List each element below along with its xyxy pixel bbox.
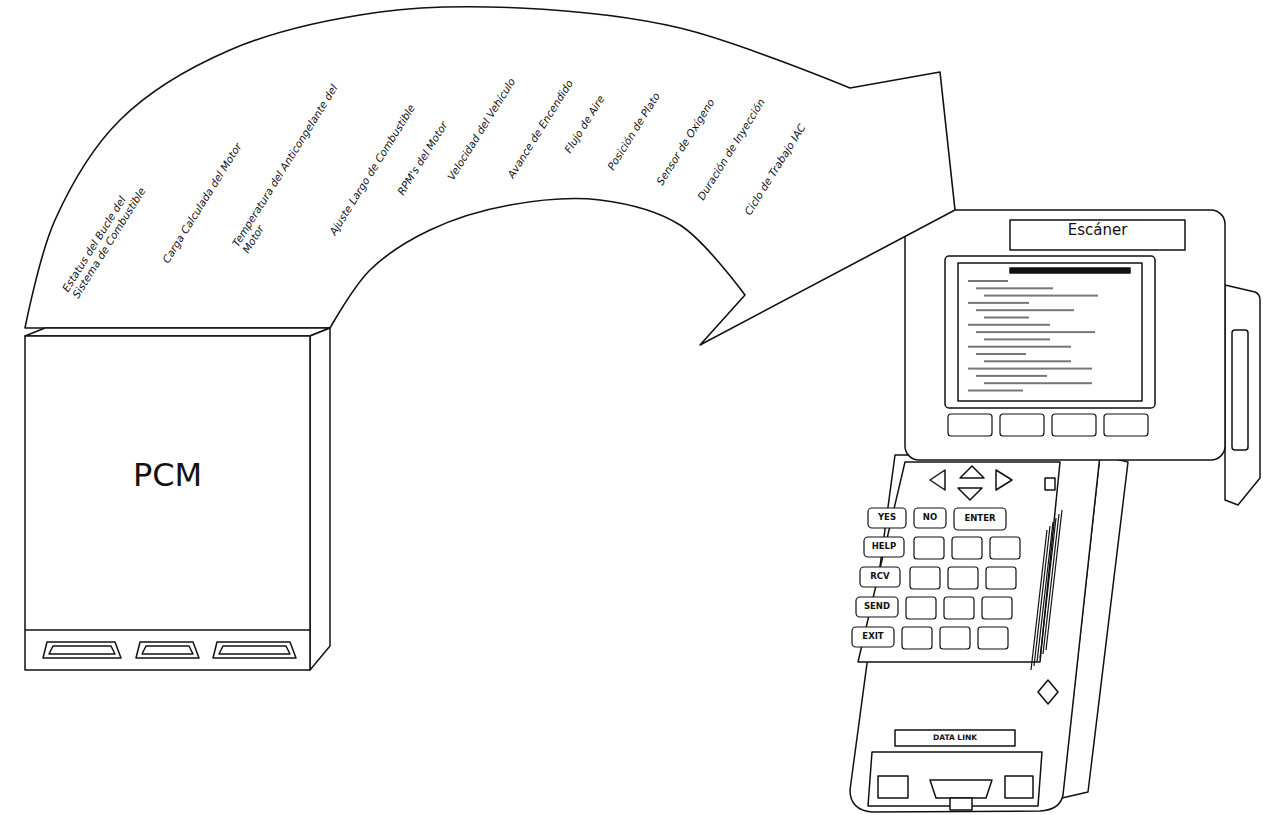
key-label: YES — [868, 513, 906, 523]
key-label: HELP — [864, 542, 904, 552]
port-plate — [895, 730, 1015, 746]
soft-key — [1052, 414, 1096, 436]
arrow-key — [996, 470, 1012, 490]
belt-clip — [1225, 285, 1260, 505]
connector-slot — [219, 646, 290, 654]
screen-text-line — [984, 360, 1071, 362]
key — [914, 537, 944, 559]
clip-slot — [1232, 330, 1248, 450]
screen-text-line — [968, 368, 1092, 370]
key — [990, 537, 1020, 559]
screen-text-line — [984, 295, 1098, 297]
grip-line — [1034, 526, 1050, 666]
arrow-key — [958, 488, 982, 500]
name-plate — [1010, 220, 1185, 250]
arrow-key — [960, 466, 984, 478]
scanner-head — [905, 210, 1225, 460]
screen-text-line — [968, 280, 1008, 282]
rj-port — [1005, 776, 1033, 798]
screen — [958, 263, 1142, 401]
screen-text-line — [976, 353, 1026, 355]
data-flow-arrow — [25, 7, 955, 345]
device-name: Escáner — [1010, 222, 1185, 239]
side-icon — [1045, 478, 1055, 490]
key — [978, 627, 1008, 649]
screen-text-line — [976, 309, 1074, 311]
key — [952, 537, 982, 559]
key — [982, 597, 1012, 619]
module-label: PCM — [25, 458, 310, 493]
rj-port — [878, 776, 908, 798]
key — [954, 508, 1006, 530]
scanner-part — [850, 210, 1260, 812]
key-label: RCV — [860, 572, 900, 582]
key — [914, 508, 946, 528]
soft-key — [948, 414, 992, 436]
key-label: ENTER — [954, 514, 1006, 524]
key-label: NO — [914, 513, 946, 523]
arrow-key — [930, 470, 945, 490]
key — [868, 508, 906, 528]
bottom-strip — [25, 629, 310, 631]
key — [906, 597, 936, 619]
key — [910, 567, 940, 589]
side-face — [310, 328, 330, 670]
scanner-part — [852, 280, 1148, 670]
screen-text-line — [984, 338, 1050, 340]
side-icon — [1038, 680, 1058, 704]
key — [940, 627, 970, 649]
screen-text-line — [968, 324, 1050, 326]
top-face — [25, 328, 330, 336]
control-module-box: PCM — [25, 328, 330, 670]
screen-text-line — [976, 287, 1053, 289]
screen-bezel — [945, 256, 1155, 408]
scanner-device: Escáner — [905, 210, 1225, 460]
module-outline — [25, 328, 330, 670]
scanner-body — [850, 455, 1100, 812]
screen-text-line — [968, 302, 1029, 304]
connector-slot — [213, 642, 296, 658]
screen-text-line — [984, 382, 1092, 384]
port-label: DATA LINK — [895, 734, 1015, 743]
key-label: SEND — [856, 602, 898, 612]
screen-title-bar — [1010, 268, 1130, 273]
connector-slot — [142, 646, 193, 654]
key — [944, 597, 974, 619]
cable-tab — [950, 798, 972, 810]
key-label: EXIT — [852, 632, 894, 642]
screen-text-line — [968, 390, 1023, 392]
key — [986, 567, 1016, 589]
screen-text-line — [976, 331, 1095, 333]
grip-line — [1031, 530, 1047, 670]
connector-slot — [136, 642, 199, 658]
screen-text-line — [984, 317, 1029, 319]
key — [856, 597, 898, 617]
connector-slot — [49, 646, 115, 654]
key — [852, 627, 894, 647]
screen-text-line — [968, 346, 1071, 348]
soft-key — [1104, 414, 1148, 436]
key — [948, 567, 978, 589]
key — [864, 537, 904, 557]
db-connector — [930, 780, 992, 798]
key — [902, 627, 932, 649]
soft-key — [1000, 414, 1044, 436]
key — [860, 567, 900, 587]
connector-slot — [43, 642, 121, 658]
front-face — [25, 336, 310, 670]
screen-text-line — [976, 375, 1047, 377]
